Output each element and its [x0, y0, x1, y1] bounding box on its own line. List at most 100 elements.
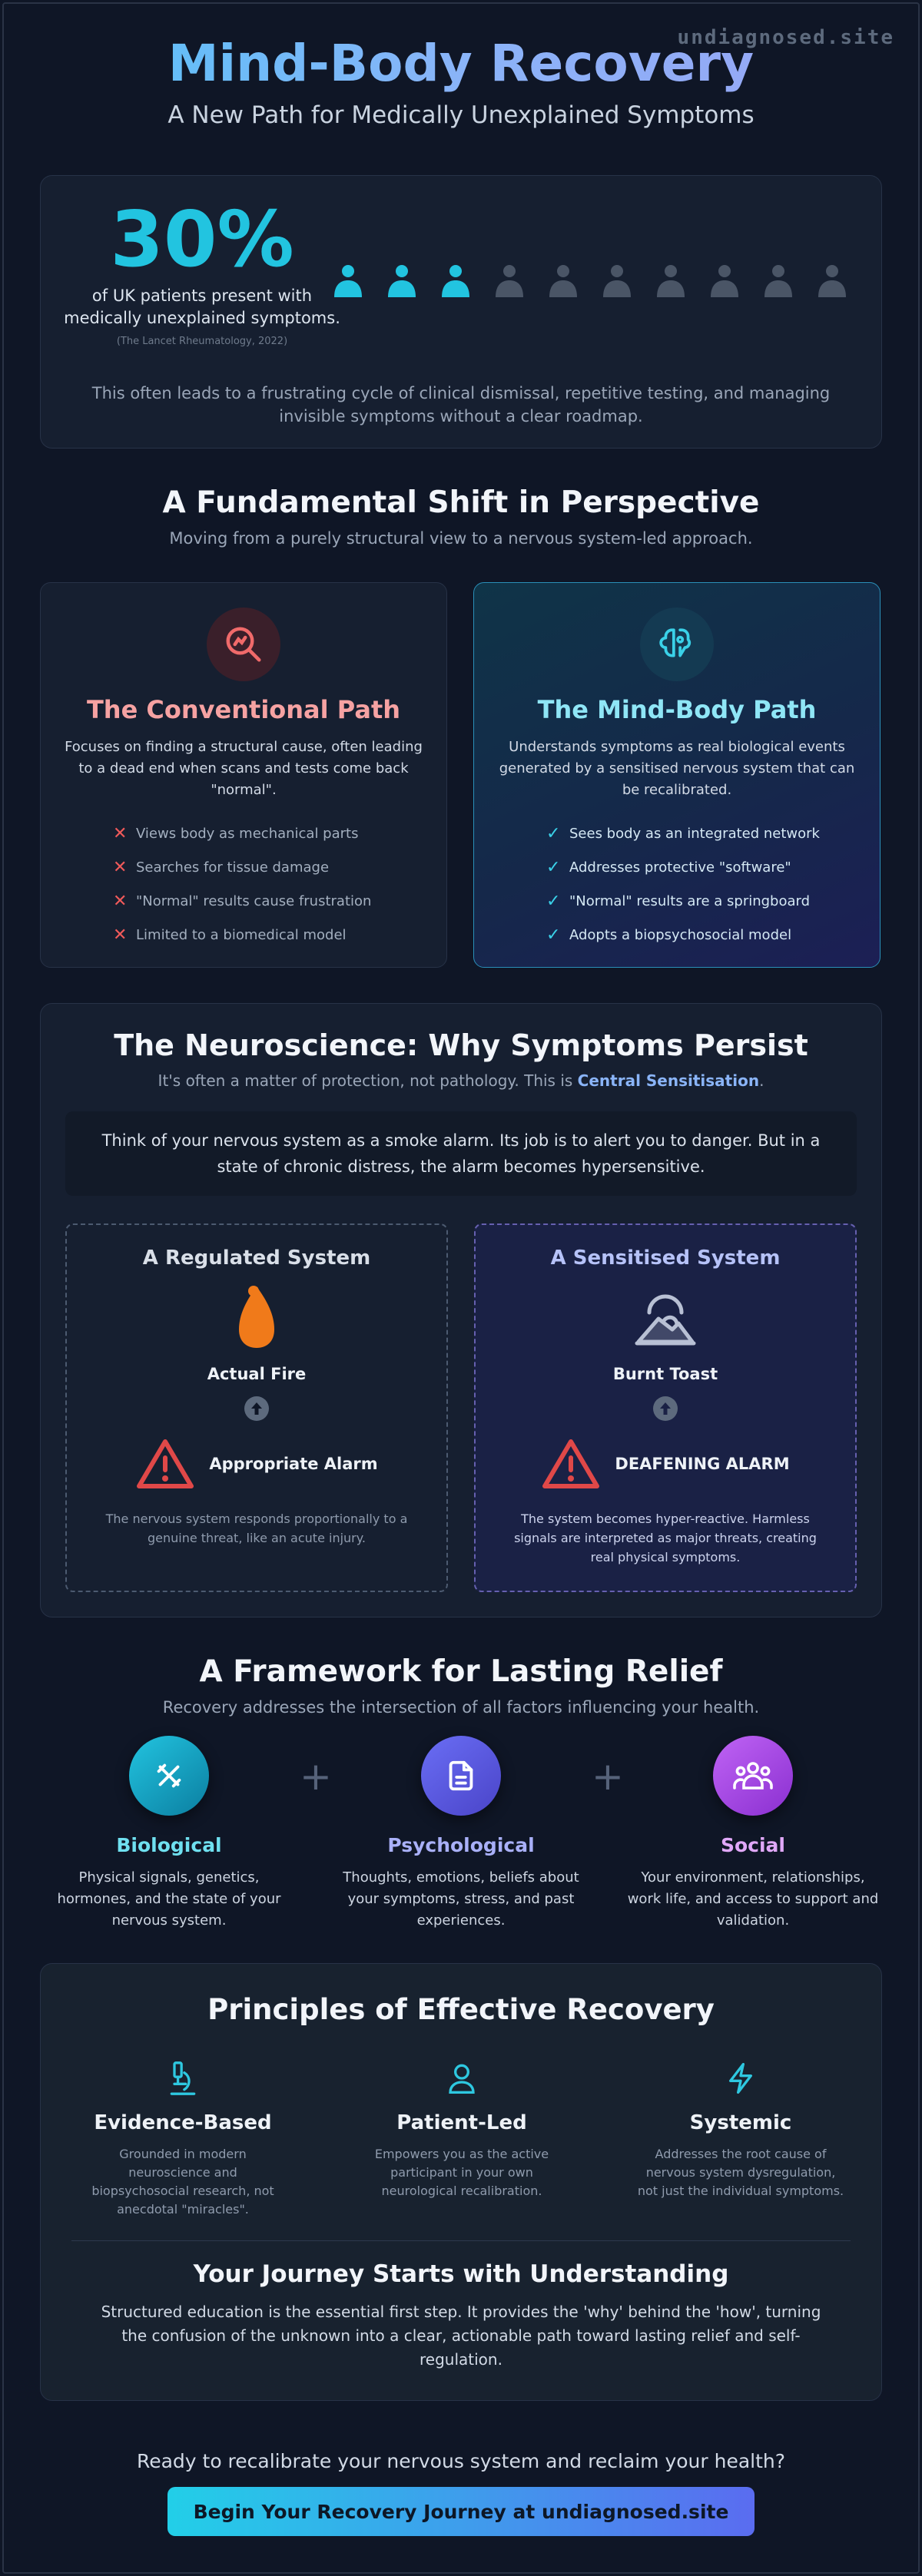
list-item: ✕"Normal" results cause frustration	[113, 891, 372, 911]
principle-text: Empowers you as the active participant i…	[374, 2147, 549, 2198]
person-icon	[815, 263, 849, 299]
shift-subtitle: Moving from a purely structural view to …	[169, 529, 753, 548]
principle-name: Evidence-Based	[94, 2111, 272, 2134]
framework-title: A Framework for Lasting Relief	[199, 1654, 723, 1689]
principle-patient-led: Patient-Led Empowers you as the active p…	[343, 2059, 581, 2200]
neuroscience-card: The Neuroscience: Why Symptoms Persist I…	[40, 1003, 882, 1617]
microscope-icon	[64, 2059, 302, 2098]
page-title: Mind-Body Recovery	[0, 34, 922, 94]
cta-text: Ready to recalibrate your nervous system…	[136, 2450, 786, 2472]
toast-icon	[476, 1283, 855, 1354]
person-icon	[761, 263, 795, 299]
pillar-psychological: Psychological Thoughts, emotions, belief…	[334, 1736, 588, 1932]
shift-heading: A Fundamental Shift in Perspective Movin…	[0, 485, 922, 548]
pillar-biological: Biological Physical signals, genetics, h…	[42, 1736, 296, 1932]
pillar-text: Your environment, relationships, work li…	[627, 1869, 879, 1929]
person-icon	[654, 263, 688, 299]
regulated-title: A Regulated System	[142, 1247, 371, 1270]
smoke-alarm-analogy: Think of your nervous system as a smoke …	[65, 1111, 857, 1196]
mindbody-title: The Mind-Body Path	[537, 695, 817, 724]
warning-icon	[135, 1437, 195, 1491]
principles-title: Principles of Effective Recovery	[207, 1993, 715, 2026]
regulated-system-box: A Regulated System Actual Fire Appropria…	[65, 1223, 448, 1592]
stat-card: 30% of UK patients present with medicall…	[40, 175, 882, 449]
begin-journey-button[interactable]: Begin Your Recovery Journey at undiagnos…	[167, 2487, 755, 2536]
principle-evidence-based: Evidence-Based Grounded in modern neuros…	[64, 2059, 302, 2219]
brain-icon	[640, 608, 714, 681]
lightning-icon	[622, 2059, 860, 2098]
conventional-description: Focuses on finding a structural cause, o…	[65, 739, 423, 798]
page-subtitle: A New Path for Medically Unexplained Sym…	[167, 101, 755, 129]
stat-source: (The Lancet Rheumatology, 2022)	[116, 336, 288, 347]
sensitised-alarm-row: DEAFENING ALARM	[476, 1437, 855, 1491]
stat-footnote: This often leads to a frustrating cycle …	[91, 384, 831, 425]
framework-subtitle: Recovery addresses the intersection of a…	[162, 1698, 760, 1717]
document-icon	[421, 1736, 501, 1816]
cross-icon: ✕	[113, 925, 128, 945]
conventional-path-card: The Conventional Path Focuses on finding…	[40, 582, 447, 968]
regulated-alarm-label: Appropriate Alarm	[209, 1455, 378, 1473]
cross-icon: ✕	[113, 891, 128, 911]
pillar-name: Psychological	[387, 1834, 535, 1856]
regulated-note: The nervous system responds proportional…	[105, 1511, 408, 1545]
group-icon	[713, 1736, 793, 1816]
principle-name: Systemic	[689, 2111, 792, 2134]
person-icon	[493, 263, 526, 299]
journey-text: Structured education is the essential fi…	[101, 2303, 821, 2369]
list-item: ✓Adopts a biopsychosocial model	[546, 925, 792, 945]
check-icon: ✓	[546, 891, 561, 911]
check-icon: ✓	[546, 823, 561, 843]
neuro-subtitle: It's often a matter of protection, not p…	[158, 1071, 764, 1090]
pillar-name: Social	[720, 1834, 785, 1856]
person-icon	[600, 263, 634, 299]
conventional-list: ✕Views body as mechanical parts ✕Searche…	[113, 816, 446, 952]
list-item: ✕Searches for tissue damage	[113, 857, 330, 877]
stat-block: 30% of UK patients present with medicall…	[64, 194, 340, 348]
check-icon: ✓	[546, 857, 561, 877]
sensitised-note: The system becomes hyper-reactive. Harml…	[514, 1511, 817, 1564]
divider	[71, 2240, 851, 2241]
pillar-name: Biological	[116, 1834, 222, 1856]
person-icon-highlighted	[439, 263, 473, 299]
list-item: ✕Views body as mechanical parts	[113, 823, 359, 843]
plus-icon: +	[592, 1754, 624, 1799]
pillar-text: Thoughts, emotions, beliefs about your s…	[343, 1869, 579, 1929]
dna-icon	[129, 1736, 209, 1816]
sensitised-system-box: A Sensitised System Burnt Toast DEAFENIN…	[474, 1223, 857, 1592]
arrow-up-icon	[244, 1396, 270, 1422]
principles-card: Principles of Effective Recovery Evidenc…	[40, 1963, 882, 2401]
pillar-social: Social Your environment, relationships, …	[626, 1736, 880, 1932]
central-sensitisation-term: Central Sensitisation	[577, 1071, 760, 1090]
site-tag[interactable]: undiagnosed.site	[677, 26, 894, 49]
person-icon-highlighted	[331, 263, 365, 299]
sensitised-title: A Sensitised System	[550, 1247, 781, 1270]
principle-text: Addresses the root cause of nervous syst…	[637, 2147, 844, 2198]
framework-pillars: Biological Physical signals, genetics, h…	[0, 1736, 922, 1935]
regulated-trigger: Actual Fire	[207, 1365, 307, 1383]
mindbody-description: Understands symptoms as real biological …	[499, 739, 855, 798]
principle-systemic: Systemic Addresses the root cause of ner…	[622, 2059, 860, 2200]
fire-icon	[67, 1283, 446, 1354]
list-item: ✕Limited to a biomedical model	[113, 925, 347, 945]
framework-heading: A Framework for Lasting Relief Recovery …	[0, 1654, 922, 1717]
stat-text: of UK patients present with medically un…	[64, 286, 340, 327]
stat-value: 30%	[110, 194, 294, 284]
list-item: ✓Sees body as an integrated network	[546, 823, 820, 843]
sensitised-alarm-label: DEAFENING ALARM	[615, 1455, 790, 1473]
cross-icon: ✕	[113, 823, 128, 843]
person-icon-highlighted	[385, 263, 419, 299]
principle-name: Patient-Led	[396, 2111, 527, 2134]
hero-header: Mind-Body Recovery A New Path for Medica…	[0, 0, 922, 129]
cross-icon: ✕	[113, 857, 128, 877]
person-icon	[546, 263, 580, 299]
journey-block: Your Journey Starts with Understanding S…	[87, 2260, 835, 2372]
mindbody-path-card: The Mind-Body Path Understands symptoms …	[473, 582, 881, 968]
shift-title: A Fundamental Shift in Perspective	[162, 485, 760, 520]
sensitised-trigger: Burnt Toast	[612, 1365, 718, 1383]
mindbody-list: ✓Sees body as an integrated network ✓Add…	[546, 816, 880, 952]
regulated-alarm-row: Appropriate Alarm	[67, 1437, 446, 1491]
plus-icon: +	[300, 1754, 332, 1799]
principle-text: Grounded in modern neuroscience and biop…	[91, 2147, 274, 2217]
person-icon	[708, 263, 741, 299]
list-item: ✓Addresses protective "software"	[546, 857, 791, 877]
